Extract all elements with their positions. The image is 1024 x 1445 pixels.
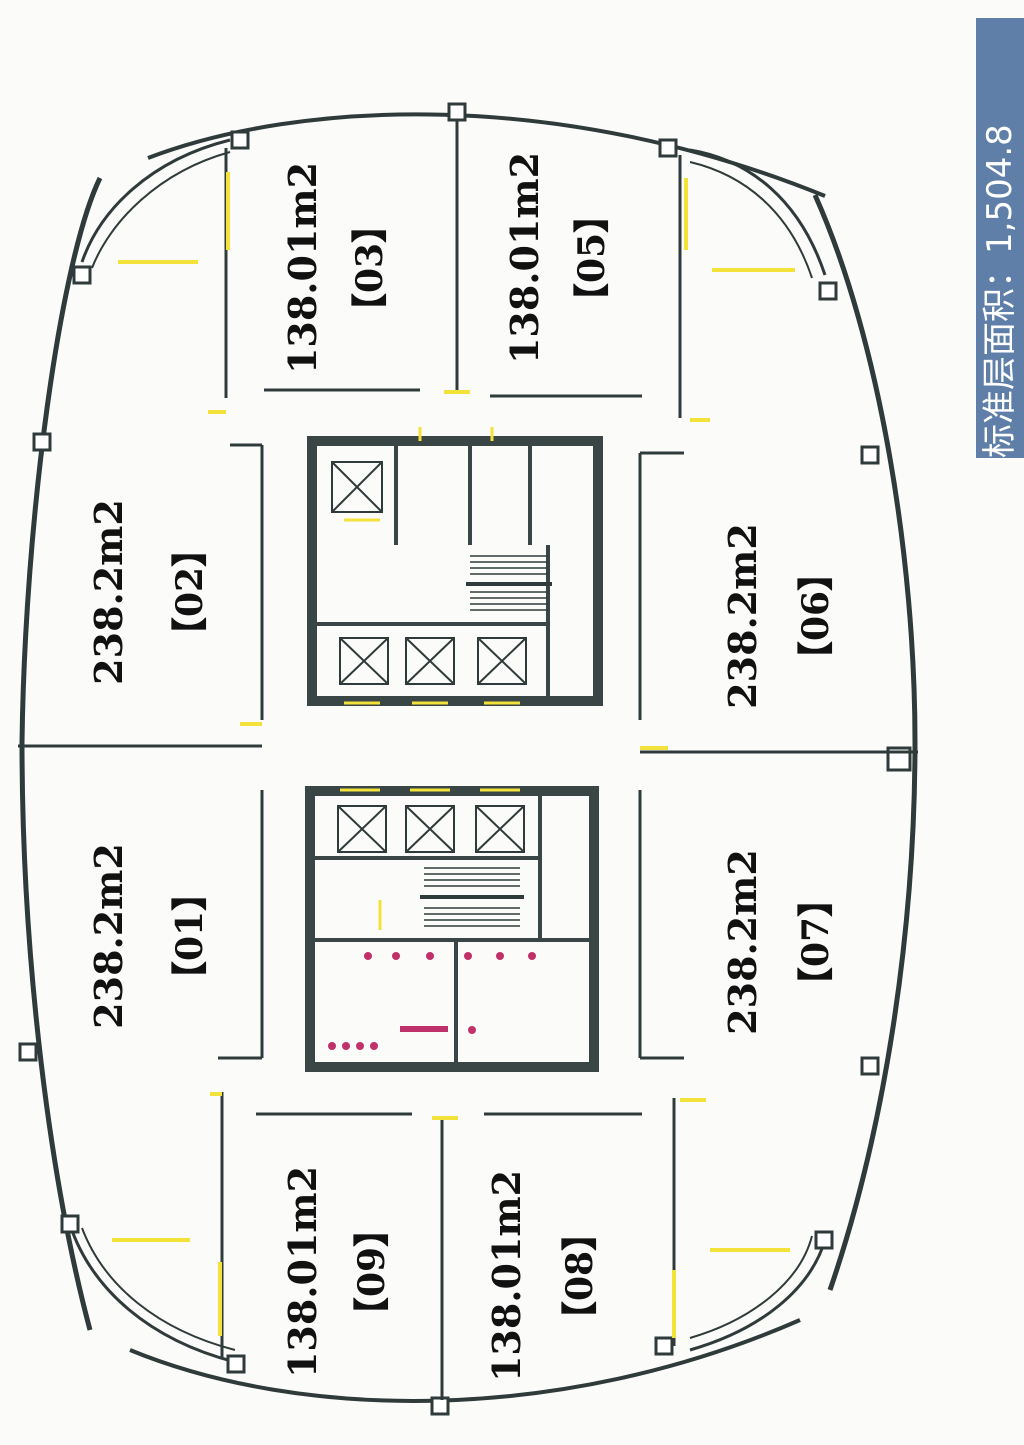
outer-facade [19,112,918,1403]
structural-columns [18,102,912,1416]
unit-01: 238.2m2 【01】 [86,843,211,1029]
unit-code-label: 【02】 [169,531,211,653]
unit-area-label: 138.01m2 [280,162,325,374]
stairs [420,867,524,927]
unit-area-label: 138.01m2 [280,1166,325,1378]
unit-area-label: 138.01m2 [484,1170,529,1382]
unit-labels: 238.2m2 【01】 238.2m2 【02】 138.01m2 【03】 … [86,152,837,1382]
unit-code-label: 【01】 [169,875,211,997]
unit-code-label: 【07】 [795,881,837,1003]
unit-02: 238.2m2 【02】 [86,499,211,685]
floor-area-text: 标准层面积：1,504.8 [980,124,1020,458]
elevator-car [331,461,527,685]
door-accents [112,172,795,1338]
unit-code-label: 【06】 [795,555,837,677]
unit-08: 138.01m2 【08】 [484,1170,601,1382]
unit-code-label: 【09】 [351,1211,393,1333]
unit-area-label: 238.2m2 [86,843,131,1029]
unit-03: 138.01m2 【03】 [280,162,391,374]
core-upper [307,427,603,706]
unit-09: 138.01m2 【09】 [280,1166,393,1378]
unit-code-label: 【08】 [559,1215,601,1337]
unit-code-label: 【03】 [349,207,391,329]
floor-area-banner: 标准层面积：1,504.8 [976,18,1024,458]
unit-area-label: 238.2m2 [720,849,765,1035]
unit-06: 238.2m2 【06】 [720,523,837,709]
partition-walls [18,120,918,1400]
unit-code-label: 【05】 [571,197,613,319]
stairs [466,555,552,611]
restroom-fixtures [328,952,536,1050]
elevator-car [337,805,525,853]
unit-05: 138.01m2 【05】 [502,152,613,364]
unit-area-label: 238.2m2 [86,499,131,685]
unit-area-label: 138.01m2 [502,152,547,364]
unit-07: 238.2m2 【07】 [720,849,837,1035]
core-lower [305,786,599,1072]
unit-area-label: 238.2m2 [720,523,765,709]
